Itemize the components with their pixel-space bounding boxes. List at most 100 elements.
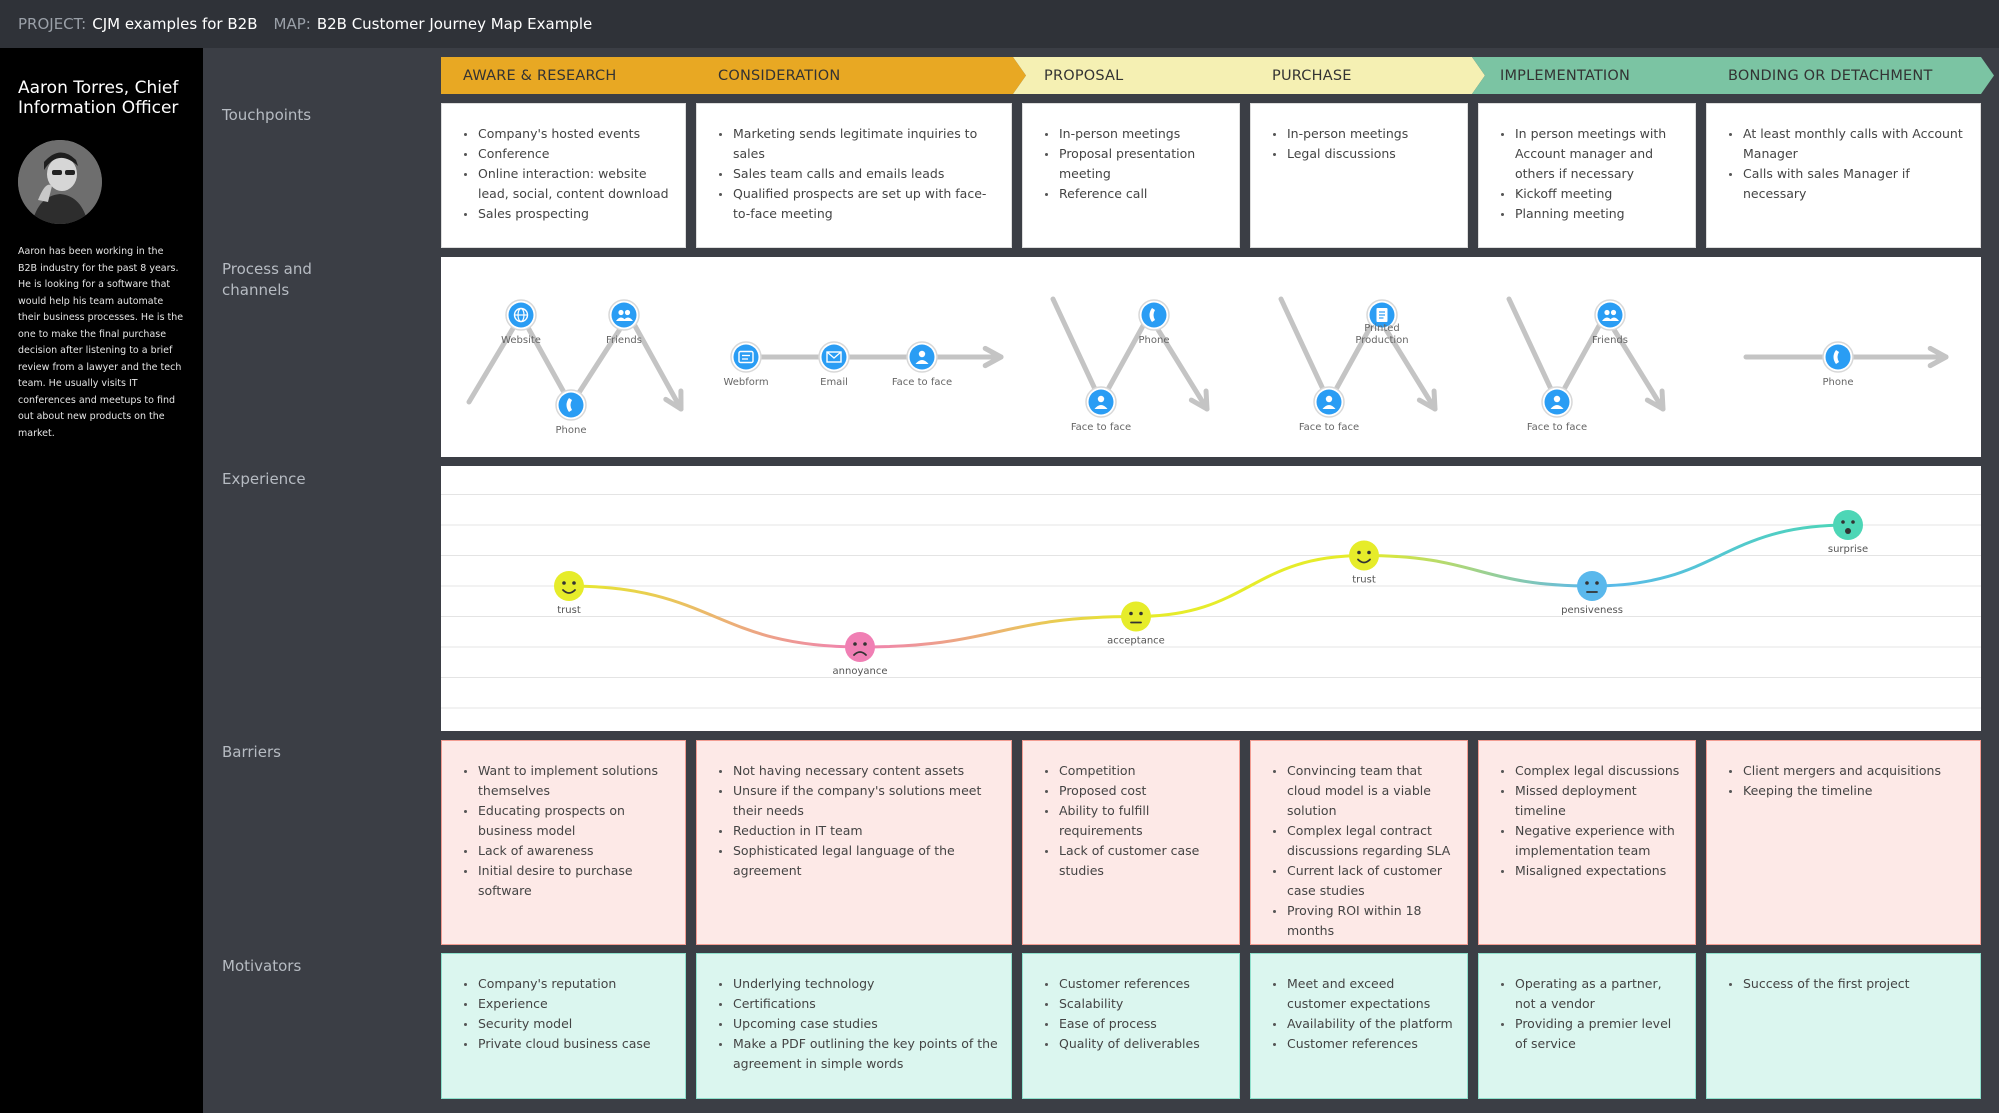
touchpoint-item: In person meetings with Account manager … bbox=[1493, 124, 1685, 184]
face-mouth bbox=[1845, 528, 1851, 534]
stage-group-implementation bbox=[1472, 57, 1994, 94]
phone-icon bbox=[566, 398, 572, 412]
email-icon bbox=[826, 351, 842, 363]
channel-node[interactable] bbox=[1366, 299, 1398, 331]
motivator-item: Customer references bbox=[1265, 1034, 1457, 1054]
experience-curve-segment bbox=[1135, 554, 1365, 618]
channel-node[interactable] bbox=[555, 389, 587, 421]
channel-node[interactable] bbox=[608, 299, 640, 331]
channel-label: Phone bbox=[1823, 377, 1854, 388]
channel-node-fill bbox=[1597, 302, 1623, 328]
form-icon bbox=[738, 350, 754, 364]
motivator-cell[interactable]: Success of the first project bbox=[1706, 953, 1981, 1099]
touchpoint-cell[interactable]: In person meetings with Account manager … bbox=[1478, 103, 1696, 248]
persona-panel: Aaron Torres, Chief Information Officer … bbox=[0, 48, 203, 1113]
face-eye bbox=[853, 642, 857, 646]
touchpoint-item: Marketing sends legitimate inquiries to … bbox=[711, 124, 1001, 164]
barrier-item: Convincing team that cloud model is a vi… bbox=[1265, 761, 1457, 821]
touchpoint-item: Kickoff meeting bbox=[1493, 184, 1685, 204]
motivator-item: Availability of the platform bbox=[1265, 1014, 1457, 1034]
channel-node[interactable] bbox=[906, 341, 938, 373]
touchpoint-item: Calls with sales Manager if necessary bbox=[1721, 164, 1970, 204]
person-icon bbox=[915, 350, 929, 364]
persona-name[interactable]: Aaron Torres, Chief Information Officer bbox=[18, 78, 179, 118]
emotion-face bbox=[1349, 540, 1379, 571]
row-label-touchpoints: Touchpoints bbox=[222, 106, 312, 124]
stage-purchase[interactable]: PURCHASE bbox=[1272, 67, 1352, 84]
channel-node[interactable] bbox=[505, 299, 537, 331]
barrier-cell[interactable]: Convincing team that cloud model is a vi… bbox=[1250, 740, 1468, 945]
row-label-barriers: Barriers bbox=[222, 743, 281, 761]
motivator-item: Certifications bbox=[711, 994, 1001, 1014]
motivator-item: Operating as a partner, not a vendor bbox=[1493, 974, 1685, 1014]
touchpoint-cell[interactable]: At least monthly calls with Account Mana… bbox=[1706, 103, 1981, 248]
touchpoint-item: Reference call bbox=[1037, 184, 1229, 204]
stage-consideration[interactable]: CONSIDERATION bbox=[718, 67, 841, 84]
motivator-item: Private cloud business case bbox=[456, 1034, 675, 1054]
touchpoint-item: Sales prospecting bbox=[456, 204, 675, 224]
emotion-face bbox=[554, 571, 584, 601]
channel-node[interactable] bbox=[1313, 386, 1345, 418]
channel-node[interactable] bbox=[1822, 341, 1854, 373]
channel-node[interactable] bbox=[1541, 386, 1573, 418]
flow-arrowhead bbox=[1927, 345, 1949, 369]
channel-node[interactable] bbox=[730, 341, 762, 373]
barrier-item: Current lack of customer case studies bbox=[1265, 861, 1457, 901]
project-name[interactable]: CJM examples for B2B bbox=[92, 15, 258, 33]
touchpoint-item: Planning meeting bbox=[1493, 204, 1685, 224]
barrier-item: Proving ROI within 18 months bbox=[1265, 901, 1457, 941]
stage-proposal[interactable]: PROPOSAL bbox=[1044, 67, 1124, 84]
face-eye bbox=[1851, 520, 1855, 524]
top-bar: PROJECT: CJM examples for B2B MAP: B2B C… bbox=[0, 0, 1999, 48]
face-eye bbox=[863, 642, 867, 646]
emotion-point-surprise[interactable] bbox=[1833, 510, 1863, 540]
emotion-face bbox=[1577, 571, 1607, 601]
emotion-point-trust[interactable] bbox=[1349, 540, 1379, 571]
motivator-item: Quality of deliverables bbox=[1037, 1034, 1229, 1054]
channel-node[interactable] bbox=[1138, 299, 1170, 331]
touchpoint-cell[interactable]: Marketing sends legitimate inquiries to … bbox=[696, 103, 1012, 248]
emotion-point-acceptance[interactable] bbox=[1121, 601, 1151, 632]
persona-bio: Aaron has been working in the B2B indust… bbox=[18, 246, 184, 439]
channel-node[interactable] bbox=[818, 341, 850, 373]
emotion-point-pensiveness[interactable] bbox=[1577, 571, 1607, 601]
row-label-motivators: Motivators bbox=[222, 957, 302, 975]
barrier-item: Proposed cost bbox=[1037, 781, 1229, 801]
channel-node[interactable] bbox=[1594, 299, 1626, 331]
map-name[interactable]: B2B Customer Journey Map Example bbox=[316, 15, 593, 33]
phone-icon bbox=[1149, 308, 1155, 322]
flow-arrowhead bbox=[1188, 388, 1210, 412]
stage-implementation[interactable]: IMPLEMENTATION bbox=[1500, 67, 1631, 84]
channel-node-fill bbox=[733, 344, 759, 370]
face-mouth bbox=[562, 589, 576, 594]
experience-curve-segment bbox=[1363, 554, 1593, 588]
avatar[interactable] bbox=[18, 140, 102, 224]
channel-label: Friends bbox=[606, 335, 642, 346]
channel-node-fill bbox=[1141, 302, 1167, 328]
emotion-point-trust[interactable] bbox=[554, 571, 584, 601]
channel-label: Website bbox=[501, 335, 541, 346]
face-eye bbox=[1357, 550, 1361, 555]
face-eye bbox=[1841, 520, 1845, 524]
channel-node[interactable] bbox=[1085, 386, 1117, 418]
experience-curve-segment bbox=[1591, 523, 1849, 588]
document-icon bbox=[1376, 308, 1388, 322]
stage-aware-research[interactable]: AWARE & RESEARCH bbox=[463, 67, 617, 84]
emotion-point-annoyance[interactable] bbox=[845, 632, 875, 662]
stage-bonding[interactable]: BONDING OR DETACHMENT bbox=[1728, 67, 1933, 84]
